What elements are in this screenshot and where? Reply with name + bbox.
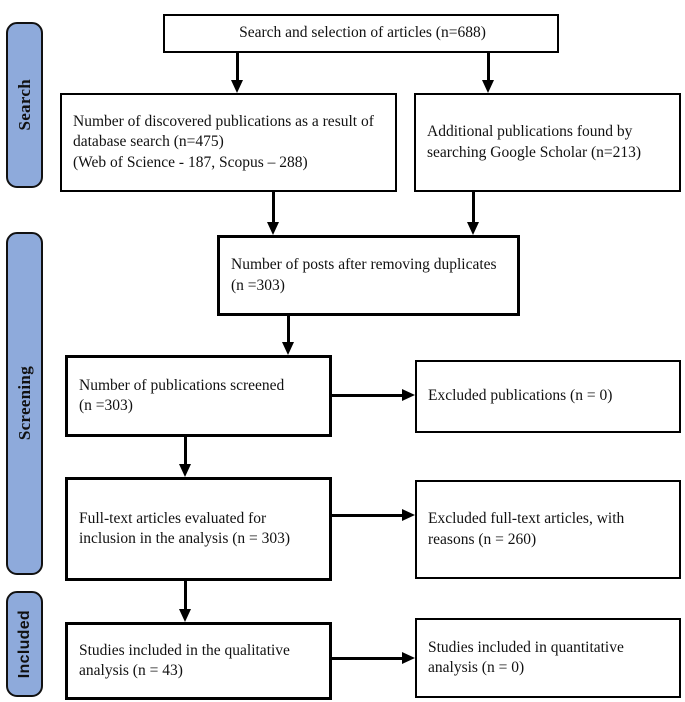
box-qualitative-included-line1: Studies included in the qualitative [79,641,290,659]
box-excluded-publications-text: Excluded publications (n = 0) [428,387,613,405]
arrow-screened-to-fulltext [179,437,190,477]
stage-bar-included: Included [6,591,43,697]
box-search-selection: Search and selection of articles (n=688) [163,14,559,53]
box-duplicates-removed-line2: (n =303) [231,276,285,294]
arrow-duplicates-to-screened [282,316,293,355]
box-database-search-line3: (Web of Science - 187, Scopus – 288) [73,153,308,171]
stage-label-included: Included [15,609,33,679]
box-excluded-fulltext-line1: Excluded full-text articles, with [428,510,625,528]
box-excluded-fulltext-line2: reasons (n = 260) [428,530,537,548]
box-excluded-fulltext: Excluded full-text articles, with reason… [415,480,681,579]
stage-bar-screening: Screening [6,232,43,575]
stage-label-search: Search [14,79,34,131]
box-google-scholar-line2: searching Google Scholar (n=213) [427,143,642,161]
arrow-scholar-to-duplicates [467,191,478,235]
box-qualitative-included: Studies included in the qualitative anal… [65,622,332,700]
arrow-top-to-scholar [482,53,493,93]
box-duplicates-removed: Number of posts after removing duplicate… [217,235,520,316]
box-fulltext-evaluated-line2: inclusion in the analysis (n = 303) [79,530,291,547]
box-fulltext-evaluated: Full-text articles evaluated for inclusi… [65,477,332,581]
box-google-scholar: Additional publications found by searchi… [414,93,681,192]
box-database-search-line2: database search (n=475) [73,133,224,151]
box-publications-screened-line1: Number of publications screened [79,376,285,394]
arrow-database-to-duplicates [267,191,278,235]
box-fulltext-evaluated-line1: Full-text articles evaluated for [79,509,267,527]
box-publications-screened-line2: (n =303) [79,397,133,414]
box-search-selection-text: Search and selection of articles (n=688) [239,24,486,42]
box-publications-screened: Number of publications screened (n =303) [65,355,332,437]
arrow-fulltext-to-excluded [332,509,415,520]
box-excluded-publications: Excluded publications (n = 0) [415,360,681,433]
arrow-screened-to-excluded [332,389,415,400]
stage-bar-search: Search [6,22,43,188]
box-quantitative-included: Studies included in quantitative analysi… [415,618,681,698]
arrow-qualitative-to-quantitative [332,652,415,663]
stage-label-screening: Screening [14,366,34,441]
box-qualitative-included-line2: analysis (n = 43) [79,662,183,679]
box-database-search-line1: Number of discovered publications as a r… [73,112,374,130]
box-database-search: Number of discovered publications as a r… [60,93,397,192]
box-google-scholar-line1: Additional publications found by [427,123,633,141]
box-duplicates-removed-line1: Number of posts after removing duplicate… [231,256,497,274]
box-quantitative-included-line2: analysis (n = 0) [428,659,525,676]
box-quantitative-included-line1: Studies included in quantitative [428,638,624,656]
arrow-top-to-database [231,53,242,93]
arrow-fulltext-to-qualitative [179,581,190,622]
